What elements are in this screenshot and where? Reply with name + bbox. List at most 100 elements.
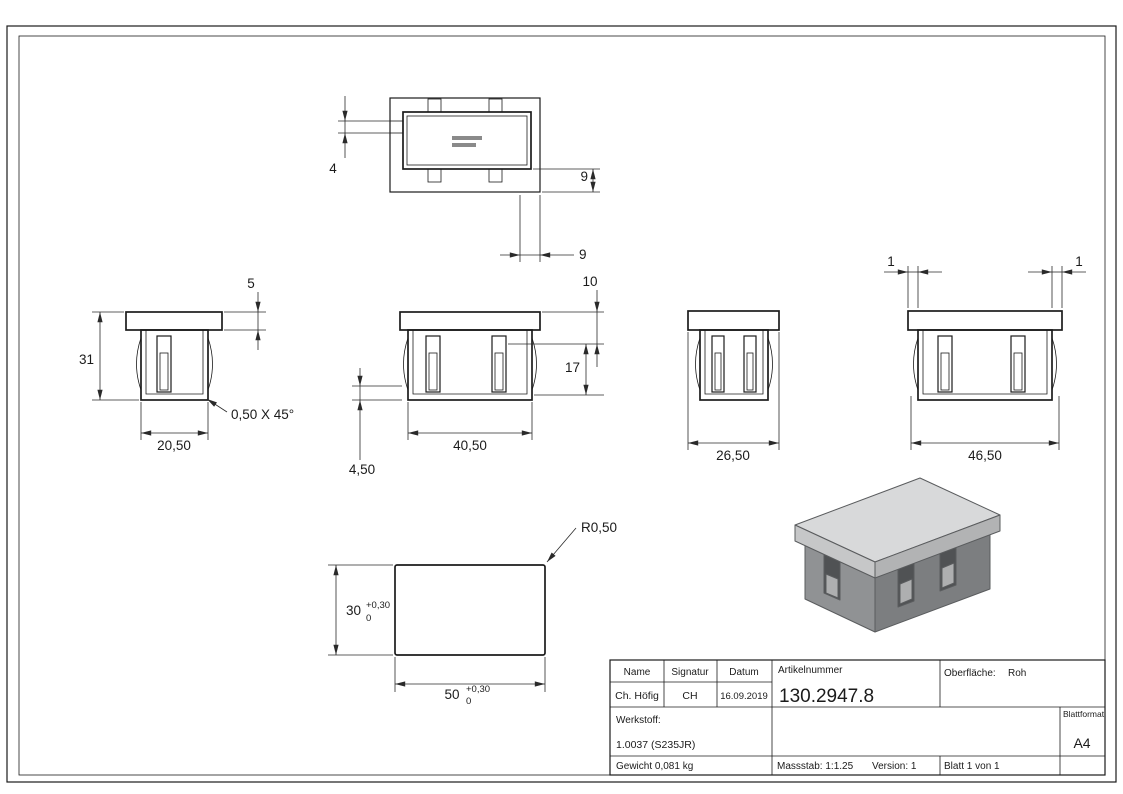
blattformat-value: A4 (1073, 735, 1090, 751)
flange-outline (687, 310, 780, 331)
body-outline (407, 329, 533, 401)
oberflaeche-value: Roh (1008, 668, 1026, 679)
clip-arm (1013, 352, 1023, 391)
dim-label: 9 (579, 247, 587, 262)
flange-outline-top (389, 97, 541, 193)
artikelnummer-value: 130.2947.8 (779, 686, 874, 707)
dim-wall-left: 1 (884, 254, 942, 308)
iso-view (794, 477, 1001, 633)
body-wall (704, 330, 764, 395)
massstab-value: Massstab: 1:1.25 (777, 761, 854, 772)
dim-label: 4 (329, 161, 337, 176)
iso-clip-arm (941, 562, 955, 589)
side-clip-arc (403, 337, 409, 391)
dim-label: 31 (79, 352, 94, 367)
dim-top-h9: 9 (500, 195, 587, 262)
clip-arm (940, 352, 950, 391)
clip-arm (494, 352, 504, 391)
gewicht-value: Gewicht 0,081 kg (616, 761, 693, 772)
body-wall (922, 330, 1048, 395)
dim-label: 4,50 (349, 462, 375, 477)
side-clip-arc (531, 337, 537, 391)
side-clip-arc (695, 337, 701, 391)
artikelnummer-header: Artikelnummer (778, 665, 843, 676)
dim-height-31: 31 (79, 311, 139, 401)
clip-tab (389, 120, 404, 134)
clip-slot (1010, 335, 1026, 393)
datum-header: Datum (729, 667, 758, 678)
tolerance-upper: +0,30 (366, 600, 390, 611)
dim-label: 17 (565, 360, 580, 375)
dim-h30: 30 +0,30 0 (328, 564, 393, 656)
chamfer-callout: 0,50 X 45° (206, 398, 294, 422)
dim-label: 50 (444, 687, 459, 702)
body-wall-top (406, 115, 528, 166)
clip-arm (746, 352, 754, 391)
flange-outline (907, 310, 1063, 331)
radius-label: R0,50 (581, 520, 617, 535)
body-wall (145, 330, 204, 395)
dim-label: 1 (887, 254, 895, 269)
side-clip-arc (1051, 337, 1057, 391)
dim-top-tab: 4 (329, 96, 390, 176)
iso-flange-right-face (874, 514, 1001, 579)
name-value: Ch. Höfig (615, 690, 659, 702)
signatur-value: CH (682, 690, 697, 702)
side-clip-arc (913, 337, 919, 391)
body-outline-top (402, 111, 532, 170)
clip-slot (156, 335, 172, 393)
flange-outline (125, 311, 223, 331)
werkstoff-label: Werkstoff: (616, 715, 661, 726)
molded-marking (452, 143, 476, 147)
title-block: Name Signatur Datum Artikelnummer Oberfl… (609, 659, 1106, 776)
side-clip-arc (207, 337, 213, 391)
clip-slot (937, 335, 953, 393)
body-outline (140, 329, 209, 401)
blattformat-label: Blattformat (1063, 709, 1105, 719)
clip-tab (488, 98, 503, 113)
dim-label: 1 (1075, 254, 1083, 269)
dim-d10: 10 (508, 274, 604, 367)
side-clip-arc (767, 337, 773, 391)
tolerance-lower: 0 (366, 613, 371, 624)
clip-slot (711, 335, 725, 393)
name-header: Name (624, 667, 651, 678)
clip-tab (427, 98, 442, 113)
clip-arm (428, 352, 438, 391)
outline-view (394, 564, 546, 656)
dim-label: 30 (346, 603, 361, 618)
top-view (389, 97, 541, 193)
dim-label: 46,50 (968, 448, 1002, 463)
dim-width-2650: 26,50 (687, 332, 780, 463)
clip-tab (427, 168, 442, 183)
clip-arm (159, 352, 169, 391)
chamfer-label: 0,50 X 45° (231, 407, 294, 422)
flange-outline (399, 311, 541, 331)
dim-width-4650: 46,50 (910, 396, 1060, 463)
body-wall (412, 330, 528, 395)
dim-label: 9 (580, 169, 588, 184)
title-block-border (609, 659, 1106, 776)
werkstoff-value: 1.0037 (S235JR) (616, 739, 695, 751)
tube-outline (394, 564, 546, 656)
side-view-wide (907, 310, 1063, 401)
dim-flange-thickness: 5 (224, 276, 266, 350)
clip-slot (491, 335, 507, 393)
inner-frame (18, 35, 1106, 776)
leader-line (206, 398, 228, 413)
datum-value: 16.09.2019 (720, 691, 768, 702)
blatt-value: Blatt 1 von 1 (944, 761, 1000, 772)
clip-tab (488, 168, 503, 183)
side-clip-arc (136, 337, 142, 391)
leader-line (546, 527, 577, 563)
iso-clip-arm (899, 578, 913, 605)
dim-wall-right: 1 (1028, 254, 1086, 308)
version-value: Version: 1 (872, 761, 917, 772)
dim-label: 5 (247, 276, 255, 291)
side-view-small (687, 310, 780, 401)
front-view-wide (399, 311, 541, 401)
dim-w50: 50 +0,30 0 (394, 657, 546, 707)
molded-marking (452, 136, 482, 140)
